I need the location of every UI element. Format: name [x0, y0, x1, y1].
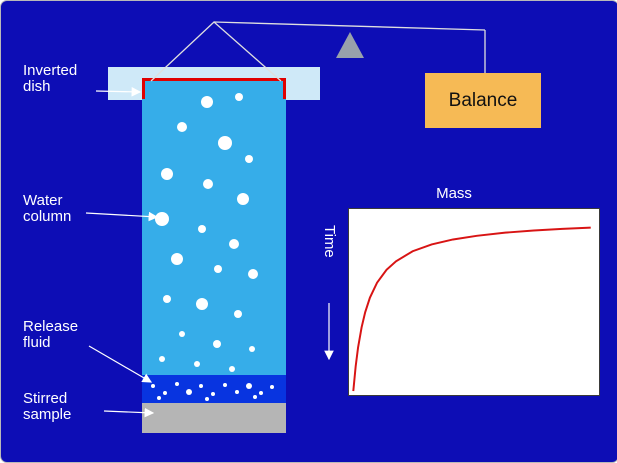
- label-release-fluid: Release fluid: [23, 319, 78, 351]
- graph-title: Mass: [436, 185, 472, 202]
- balance-pivot-icon: [336, 32, 364, 58]
- label-water-column: Water column: [23, 193, 71, 225]
- label-inverted-dish: Inverted dish: [23, 63, 77, 95]
- label-line: column: [23, 208, 72, 225]
- label-line: dish: [23, 78, 51, 95]
- water-column: [142, 79, 286, 433]
- label-line: Stirred: [23, 390, 68, 407]
- release-fluid-layer: [142, 375, 286, 403]
- label-line: fluid: [23, 334, 51, 351]
- label-line: Water: [23, 192, 63, 209]
- mass-time-graph: [348, 208, 600, 396]
- balance-box: Balance: [425, 73, 541, 128]
- mass-curve: [352, 226, 591, 392]
- label-line: Inverted: [23, 62, 78, 79]
- label-line: Release: [23, 318, 79, 335]
- graph-axis-label: Time: [321, 225, 338, 258]
- dish-rim: [142, 78, 286, 99]
- balance-beam: [213, 21, 486, 31]
- stirred-sample-layer: [142, 403, 286, 433]
- label-stirred-sample: Stirred sample: [23, 391, 71, 423]
- graph-canvas: [352, 226, 591, 392]
- label-line: sample: [23, 406, 72, 423]
